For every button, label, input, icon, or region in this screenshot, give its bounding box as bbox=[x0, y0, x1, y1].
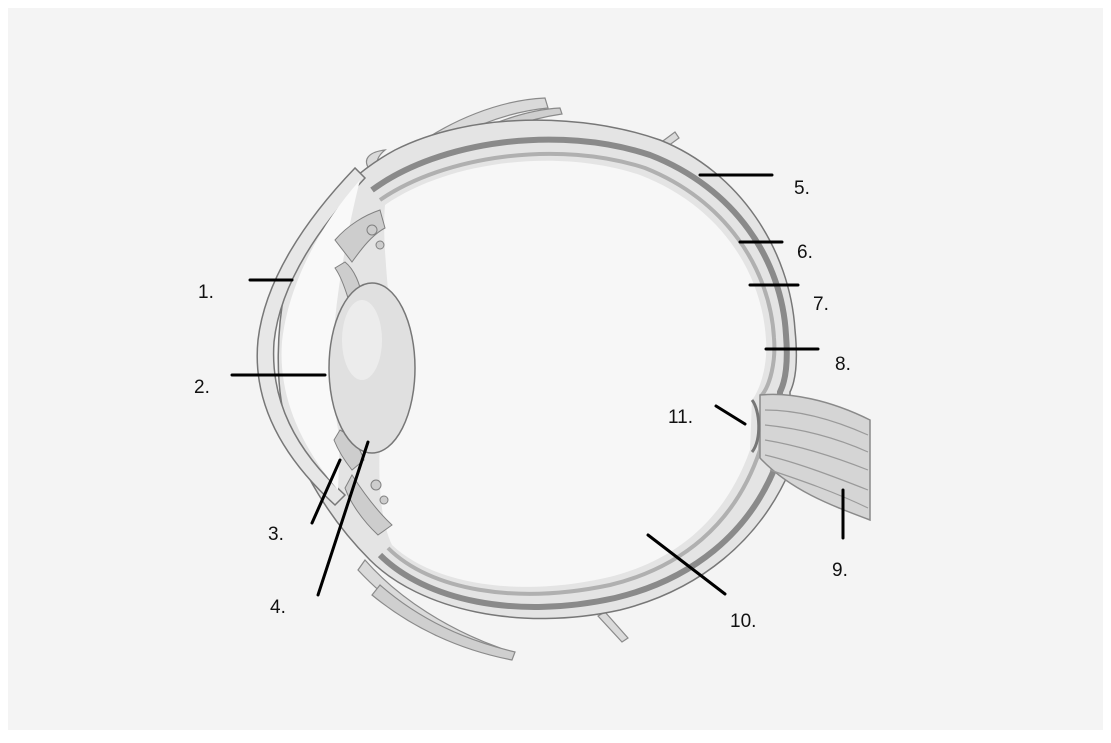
label-8: 8. bbox=[835, 354, 851, 375]
label-11: 11. bbox=[668, 407, 693, 428]
label-2: 2. bbox=[194, 377, 210, 398]
label-3: 3. bbox=[268, 524, 284, 545]
lens-highlight bbox=[342, 300, 382, 380]
label-10: 10. bbox=[730, 611, 756, 632]
label-4: 4. bbox=[270, 597, 286, 618]
label-1: 1. bbox=[198, 282, 214, 303]
label-5: 5. bbox=[794, 178, 810, 199]
label-9: 9. bbox=[832, 560, 848, 581]
label-7: 7. bbox=[813, 294, 829, 315]
label-6: 6. bbox=[797, 242, 813, 263]
